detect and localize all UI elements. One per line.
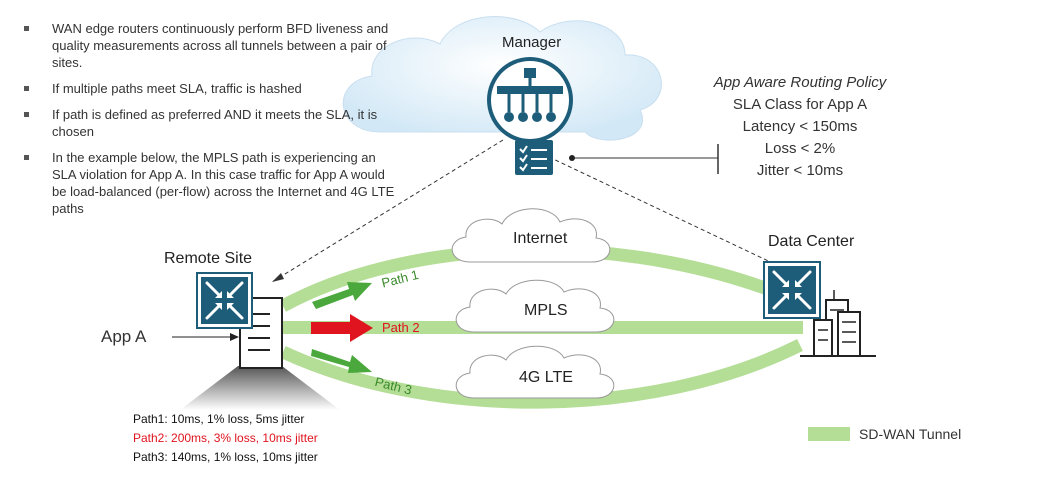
checklist-icon: [515, 140, 553, 175]
path1-stats: Path1: 10ms, 1% loss, 5ms jitter: [133, 412, 305, 426]
bullet-item: If path is defined as preferred AND it m…: [22, 106, 402, 140]
remote-shadow: [180, 366, 340, 410]
policy-line: Jitter < 10ms: [756, 162, 844, 179]
internet-cloud: [451, 208, 611, 263]
control-arrowhead: [272, 273, 284, 282]
legend: SD-WAN Tunnel: [808, 426, 961, 442]
legend-label: SD-WAN Tunnel: [859, 426, 962, 442]
tunnel-path3: [280, 339, 803, 409]
bullet-item: In the example below, the MPLS path is e…: [22, 149, 402, 217]
control-line-datacenter: [529, 147, 801, 277]
path-stats: Path1: 10ms, 1% loss, 5ms jitter Path2: …: [133, 410, 318, 467]
manager-network-hierarchy-icon: [487, 57, 573, 143]
path2-arrow: [311, 314, 373, 342]
manager-label: Manager: [502, 34, 562, 51]
path3-arrow: [311, 349, 372, 373]
path1-arrow: [312, 282, 372, 309]
legend-swatch: [808, 427, 850, 441]
bullet-mark: [24, 155, 29, 160]
policy-title: App Aware Routing Policy: [713, 74, 887, 91]
bullet-list: WAN edge routers continuously perform BF…: [22, 20, 402, 226]
datacenter-router-icon: [763, 261, 821, 319]
control-line-remote: [271, 139, 504, 283]
app-flow-arrowhead: [230, 333, 239, 341]
bullet-mark: [24, 26, 29, 31]
lte-label: 4G LTE: [519, 369, 573, 386]
datacenter-label: Data Center: [768, 233, 855, 250]
datacenter-building-icon: [800, 290, 876, 357]
app-label: App A: [101, 327, 147, 346]
internet-label: Internet: [513, 230, 568, 247]
bullet-text: In the example below, the MPLS path is e…: [52, 150, 395, 216]
policy-line: Latency < 150ms: [742, 118, 858, 135]
policy-pointer-dot: [569, 155, 575, 161]
bullet-item: WAN edge routers continuously perform BF…: [22, 20, 402, 71]
remote-router-icon: [196, 272, 253, 329]
bullet-mark: [24, 86, 29, 91]
bullet-text: If multiple paths meet SLA, traffic is h…: [52, 81, 302, 96]
path2-label: Path 2: [382, 320, 420, 335]
path3-stats: Path3: 140ms, 1% loss, 10ms jitter: [133, 450, 318, 464]
mpls-label: MPLS: [524, 302, 568, 319]
policy-line: SLA Class for App A: [732, 96, 868, 113]
policy-line: Loss < 2%: [764, 140, 836, 157]
path2-stats: Path2: 200ms, 3% loss, 10ms jitter: [133, 431, 318, 445]
remote-site-label: Remote Site: [164, 250, 253, 267]
lte-cloud: [455, 345, 615, 399]
bullet-text: WAN edge routers continuously perform BF…: [52, 21, 389, 70]
bullet-mark: [24, 112, 29, 117]
bullet-item: If multiple paths meet SLA, traffic is h…: [22, 80, 402, 97]
bullet-text: If path is defined as preferred AND it m…: [52, 107, 378, 139]
mpls-cloud: [455, 279, 615, 333]
policy-box: App Aware Routing Policy SLA Class for A…: [690, 72, 910, 182]
